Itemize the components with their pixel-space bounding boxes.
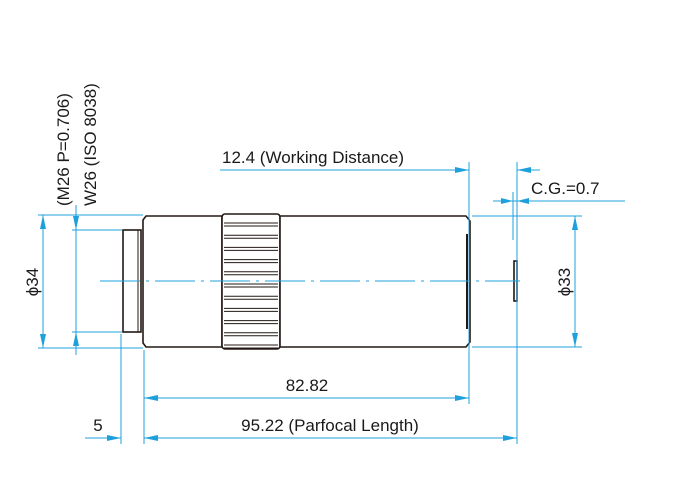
thread-length-label: 5 xyxy=(93,416,102,435)
diameter-rear-label: ϕ34 xyxy=(23,268,42,296)
knurl-lines xyxy=(224,222,278,349)
extension-lines xyxy=(38,162,582,444)
diameter-front-label: ϕ33 xyxy=(555,268,574,296)
working-distance-label: 12.4 (Working Distance) xyxy=(222,148,404,167)
thread-m26-label: (M26 P=0.706) xyxy=(54,93,73,206)
body-length-label: 82.82 xyxy=(286,376,329,395)
parfocal-length-label: 95.22 (Parfocal Length) xyxy=(241,416,419,435)
cover-glass-label: C.G.=0.7 xyxy=(531,179,600,198)
thread-w26-label: W26 (ISO 8038) xyxy=(81,83,100,206)
